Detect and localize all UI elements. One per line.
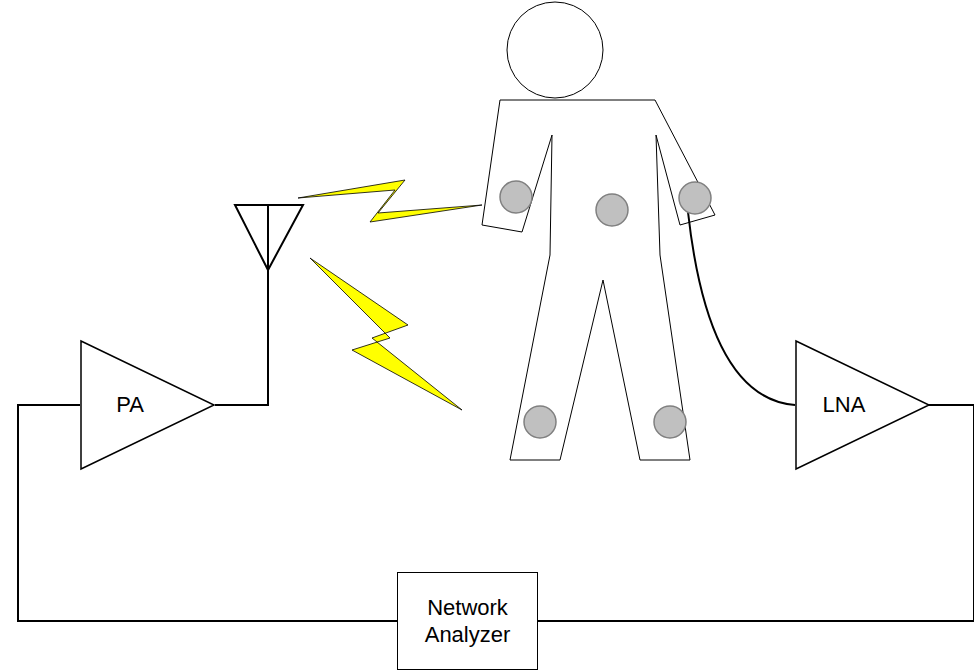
amplifier-triangle: LNA bbox=[795, 340, 930, 470]
sensor-group bbox=[500, 181, 711, 438]
body-sensor bbox=[596, 194, 628, 226]
node-label: LNA bbox=[823, 391, 866, 419]
body-sensor bbox=[500, 181, 532, 213]
triangle-outline bbox=[796, 341, 929, 469]
antenna-symbol bbox=[235, 205, 303, 270]
body-sensor bbox=[654, 406, 686, 438]
radio-wave-bolt bbox=[310, 258, 462, 410]
body-sensor bbox=[679, 182, 711, 214]
antenna-feed bbox=[215, 270, 268, 405]
triangle-outline bbox=[81, 341, 214, 469]
instrument-box: Network Analyzer bbox=[397, 572, 538, 670]
signal-wire bbox=[18, 405, 397, 621]
radio-wave-bolt bbox=[298, 180, 482, 222]
body-sensor bbox=[524, 406, 556, 438]
amplifier-triangle: PA bbox=[80, 340, 215, 470]
person-body bbox=[482, 100, 715, 460]
signal-wire bbox=[538, 405, 974, 621]
antenna-stem bbox=[267, 205, 269, 270]
node-label: PA bbox=[116, 391, 144, 419]
node-label: Network Analyzer bbox=[406, 594, 529, 649]
person-head bbox=[507, 2, 603, 98]
triangle-outline bbox=[80, 340, 215, 470]
sensor-cable bbox=[688, 212, 795, 405]
